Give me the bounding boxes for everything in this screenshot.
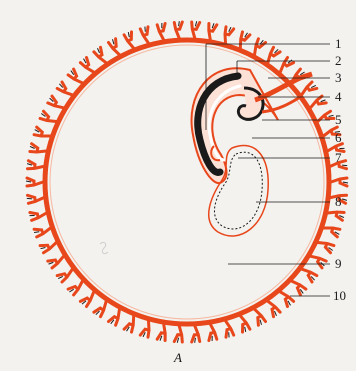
villus [324, 228, 340, 237]
villus-core [113, 39, 114, 44]
villus [255, 309, 266, 325]
label-5: 5 [335, 112, 342, 127]
villus [30, 213, 47, 221]
villus-core [128, 32, 129, 37]
villus [40, 243, 56, 253]
villus [109, 309, 120, 325]
villus [310, 256, 326, 268]
villus-core [342, 165, 347, 166]
label-7: 7 [335, 150, 342, 165]
villus [302, 82, 317, 95]
villus-core [195, 338, 196, 343]
label-2: 2 [335, 53, 342, 68]
villus-core [177, 338, 178, 343]
villus-core [179, 21, 180, 26]
villus-core [329, 115, 334, 116]
villus [109, 39, 120, 55]
villus-core [34, 232, 39, 233]
label-1: 1 [335, 36, 342, 51]
villus-core [26, 181, 31, 182]
villus [292, 281, 306, 295]
villus [157, 24, 165, 40]
villus [94, 47, 106, 63]
villus [174, 22, 182, 38]
label-6: 6 [335, 130, 342, 145]
villus [28, 195, 44, 203]
villus-core [49, 262, 54, 264]
villus [80, 58, 93, 73]
villus [310, 96, 326, 108]
villus [68, 69, 82, 83]
villus [34, 127, 50, 136]
villus [255, 39, 266, 55]
villus [192, 326, 200, 342]
villus-core [343, 182, 348, 183]
villus-core [98, 48, 100, 53]
label-9: 9 [335, 256, 342, 271]
label-10: 10 [333, 288, 346, 303]
villus [57, 269, 72, 282]
villus [268, 301, 280, 317]
chorionic-villi [26, 21, 348, 343]
villus-core [41, 248, 46, 249]
villus [240, 32, 250, 48]
villus [280, 292, 293, 307]
label-8: 8 [335, 194, 342, 209]
villus [209, 324, 217, 340]
villus [140, 27, 148, 43]
villus-core [321, 100, 326, 102]
figure-caption: А [173, 350, 182, 365]
villus [226, 321, 234, 337]
villus [124, 316, 134, 332]
amnion [192, 68, 278, 183]
label-4: 4 [335, 89, 342, 104]
villus-core [27, 198, 32, 199]
villus [140, 321, 149, 337]
villus-core [245, 327, 246, 332]
villus [48, 96, 64, 108]
villus-core [260, 320, 261, 325]
villus [68, 281, 82, 295]
label-3: 3 [335, 70, 342, 85]
villus [40, 111, 56, 121]
villus [318, 243, 334, 253]
villus [48, 256, 64, 268]
villus [225, 27, 234, 43]
villus-core [275, 311, 277, 316]
cavity-mark [100, 242, 108, 253]
villus-core [195, 21, 196, 26]
